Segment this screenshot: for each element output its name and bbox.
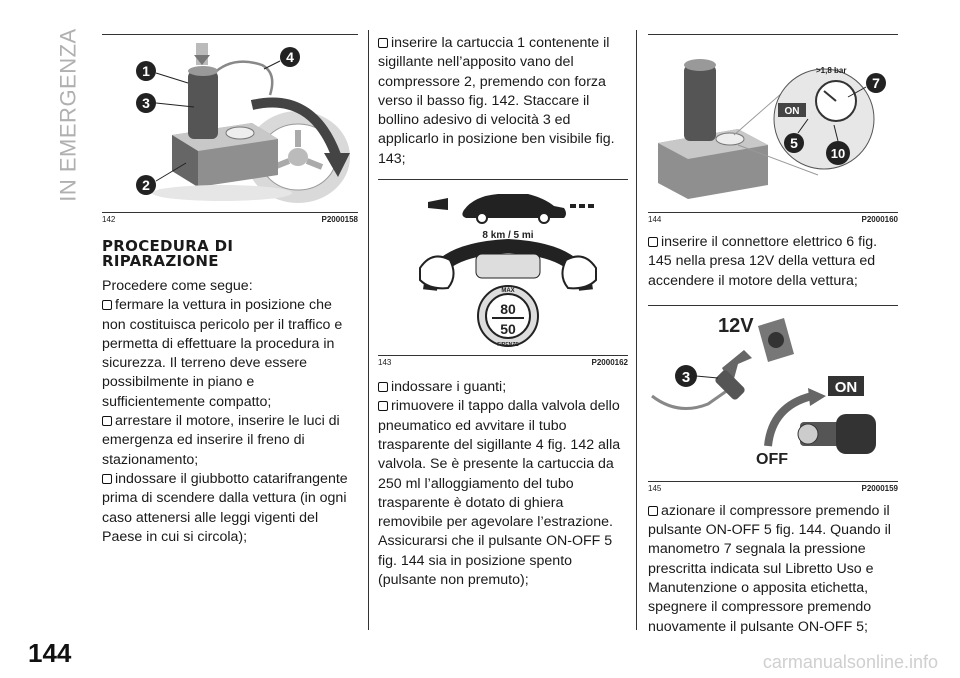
off-label: OFF <box>756 451 788 468</box>
voltage-label: 12V <box>718 315 754 337</box>
figure-144-illustration: >1,8 bar ON 7 5 10 <box>658 59 886 199</box>
figure-code: P2000159 <box>861 483 898 493</box>
list-item: indossare il giubbotto catarifrangente p… <box>102 470 348 545</box>
column-3: >1,8 bar ON 7 5 10 144 P2000160 inserire… <box>648 34 898 637</box>
list-item: rimuovere il tappo dalla valvola dello p… <box>378 398 621 589</box>
callout-5: 5 <box>790 135 798 151</box>
badge-top-label: MAX <box>501 288 514 294</box>
checkbox-bullet-icon <box>378 38 388 48</box>
section-title-tab: IN EMERGENZA <box>52 28 86 202</box>
figure-code: P2000158 <box>321 215 358 224</box>
column-2: inserire la cartuccia 1 contenente il si… <box>378 34 628 590</box>
callout-2: 2 <box>142 177 150 193</box>
checkbox-bullet-icon <box>102 416 112 427</box>
column-divider-left <box>368 30 369 630</box>
figure-142-caption: 142 P2000158 <box>102 212 358 224</box>
speed-label: 8 km / 5 mi <box>482 230 533 241</box>
section-title: IN EMERGENZA <box>56 28 81 202</box>
figure-number: 142 <box>102 215 116 224</box>
figure-number: 145 <box>648 483 662 493</box>
list-item: arrestare il motore, inserire le luci di… <box>102 413 340 468</box>
figure-145: 12V 3 ON OFF 145 P2000159 <box>648 304 898 493</box>
on-label: ON <box>785 106 800 117</box>
watermark: carmanualsonline.info <box>762 652 938 672</box>
list-item: inserire la cartuccia 1 contenente il si… <box>378 35 615 167</box>
list-item: indossare i guanti; <box>378 378 628 397</box>
column-divider-right <box>636 30 637 630</box>
badge-slow-value: 50 <box>500 321 516 337</box>
callout-3: 3 <box>682 369 690 386</box>
figure-144-caption: 144 P2000160 <box>648 212 898 224</box>
column-1: 1 3 2 4 142 P2000158 PROCEDURA DI RIPARA… <box>102 34 358 547</box>
checkbox-bullet-icon <box>378 401 388 412</box>
intro-text: Procedere come segue: <box>102 278 253 294</box>
figure-142: 1 3 2 4 142 P2000158 <box>102 34 358 224</box>
page-number: 144 <box>28 638 72 668</box>
list-item: azionare il compressore premendo il puls… <box>648 502 891 635</box>
figure-143-caption: 143 P2000162 <box>378 355 628 367</box>
checkbox-bullet-icon <box>102 300 112 311</box>
badge-fast-value: 80 <box>500 301 516 317</box>
figure-142-illustration: 1 3 2 4 <box>136 43 350 203</box>
figure-code: P2000160 <box>861 215 898 224</box>
list-item: inserire il connettore elettrico 6 fig. … <box>648 234 878 289</box>
figure-number: 144 <box>648 215 662 224</box>
checkbox-bullet-icon <box>648 505 658 516</box>
list-item: fermare la vettura in posizione che non … <box>102 297 343 410</box>
figure-145-caption: 145 P2000159 <box>648 480 898 493</box>
pressure-label: >1,8 bar <box>816 66 846 75</box>
figure-code: P2000162 <box>591 358 628 368</box>
figure-144: >1,8 bar ON 7 5 10 144 P2000160 <box>648 34 898 224</box>
callout-10: 10 <box>831 146 845 161</box>
callout-7: 7 <box>872 75 880 91</box>
callout-4: 4 <box>286 49 294 65</box>
checkbox-bullet-icon <box>102 473 112 484</box>
figure-number: 143 <box>378 358 392 368</box>
figure-143-illustration: 8 km / 5 mi MAX 80 50 FIRENZE <box>419 194 597 348</box>
checkbox-bullet-icon <box>378 382 388 393</box>
checkbox-bullet-icon <box>648 237 658 247</box>
section-heading: PROCEDURA DI RIPARAZIONE <box>102 237 234 270</box>
figure-143: 8 km / 5 mi MAX 80 50 FIRENZE 143 P20001… <box>378 179 628 367</box>
badge-bottom-label: FIRENZE <box>497 342 519 348</box>
on-label: ON <box>835 379 858 396</box>
callout-1: 1 <box>142 63 150 79</box>
callout-3: 3 <box>142 95 150 111</box>
figure-145-illustration: 12V 3 ON OFF <box>651 315 876 468</box>
